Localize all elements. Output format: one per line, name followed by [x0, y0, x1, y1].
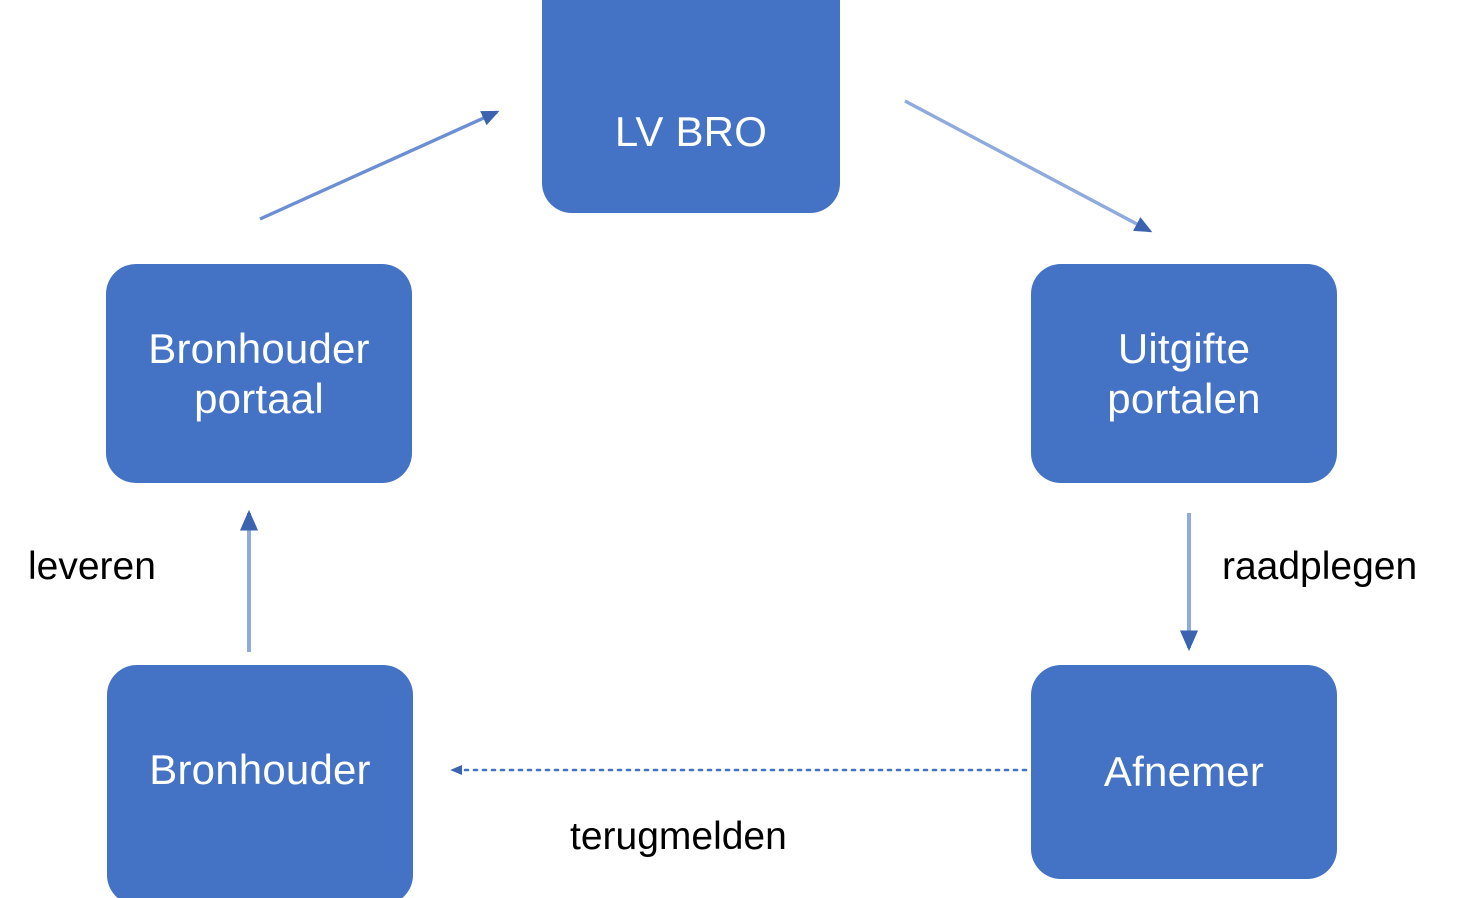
- edge-portaal-to-lvbro: [259, 110, 500, 221]
- node-afnemer[interactable]: Afnemer: [1031, 665, 1337, 879]
- edge-lvbro-to-uitgifte: [904, 99, 1153, 233]
- node-bronhouder-portaal[interactable]: Bronhouder portaal: [106, 264, 412, 483]
- node-bronhouder-label: Bronhouder: [149, 746, 371, 793]
- node-bronhouder[interactable]: Bronhouder: [107, 665, 413, 898]
- node-afnemer-label: Afnemer: [1103, 748, 1265, 796]
- node-lv-bro[interactable]: LV BRO: [542, 0, 840, 213]
- node-uitgifte-portalen[interactable]: Uitgifte portalen: [1031, 264, 1337, 483]
- node-lv-bro-label: LV BRO: [614, 108, 768, 156]
- node-uitgifte-portalen-label: Uitgifte portalen: [1107, 324, 1261, 422]
- edge-label-terugmelden: terugmelden: [570, 815, 787, 858]
- node-bronhouder-portaal-label: Bronhouder portaal: [148, 324, 370, 422]
- edge-label-leveren: leveren: [28, 545, 156, 588]
- edge-label-raadplegen: raadplegen: [1222, 545, 1418, 588]
